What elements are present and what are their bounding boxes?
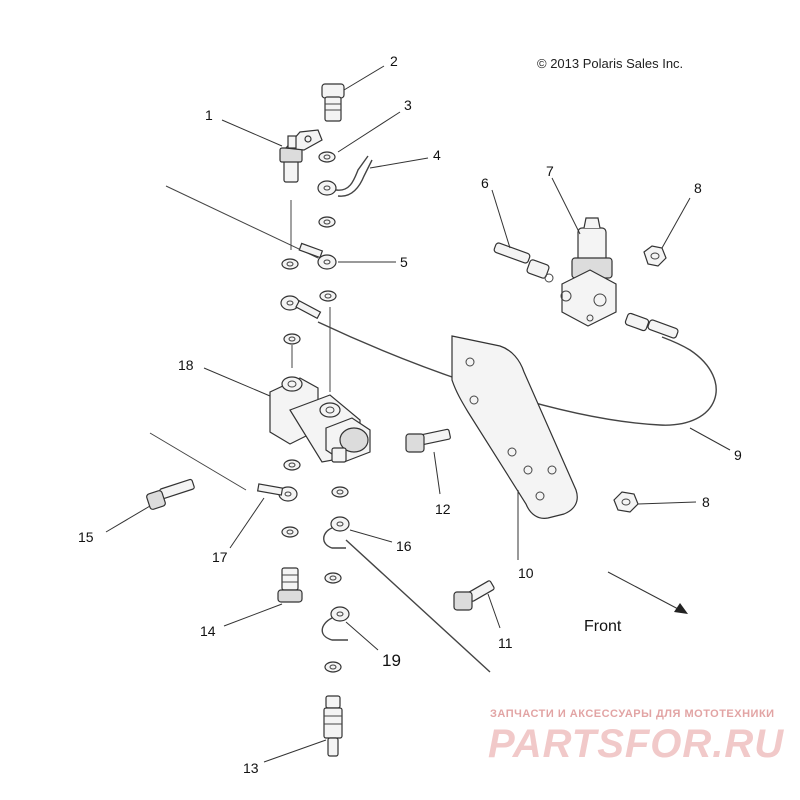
callout-11: 11 [498, 635, 513, 651]
callout-18: 18 [178, 357, 194, 373]
washer-lower-1 [283, 459, 301, 471]
leader-lines [105, 65, 731, 763]
callout-12: 12 [435, 501, 451, 517]
callout-6: 6 [481, 175, 489, 191]
bolt-15 [146, 478, 195, 510]
brake-line-17 [149, 432, 247, 491]
nut-8-lower [613, 491, 639, 513]
washer-5a [281, 258, 299, 270]
banjo-bolt-2 [321, 83, 345, 122]
callout-14: 14 [200, 623, 216, 639]
copyright-text: © 2013 Polaris Sales Inc. [537, 56, 683, 71]
callout-5: 5 [400, 254, 408, 270]
banjo-fitting-mid [280, 295, 322, 320]
callout-13: 13 [243, 760, 259, 776]
banjo-fitting-17 [256, 483, 298, 502]
callout-17: 17 [212, 549, 228, 565]
callout-16: 16 [396, 538, 412, 554]
callout-10: 10 [518, 565, 534, 581]
bleeder-13 [323, 695, 343, 757]
brake-block-18 [269, 376, 371, 463]
washer-lower-3 [281, 526, 299, 538]
banjo-fitting-5 [298, 242, 337, 270]
bolt-12 [405, 428, 451, 453]
front-arrow [607, 571, 688, 614]
washer-4b [318, 216, 336, 228]
callout-9: 9 [734, 447, 742, 463]
fitting-6 [493, 242, 554, 283]
callout-3: 3 [404, 97, 412, 113]
callout-19: 19 [382, 651, 401, 670]
nut-8-upper [643, 245, 667, 267]
washer-lower-4 [324, 572, 342, 584]
washer-mid [283, 333, 301, 345]
washer-5b [319, 290, 337, 302]
callout-8-lower: 8 [702, 494, 710, 510]
watermark-brand: PARTSFOR.RU [488, 722, 784, 766]
callout-2: 2 [390, 53, 398, 69]
brake-hose-9 [317, 321, 717, 426]
valve-7 [560, 217, 617, 327]
bolt-11 [453, 580, 495, 611]
washer-lower-5 [324, 661, 342, 673]
brake-line-upper [165, 185, 319, 259]
washer-lower-2 [331, 486, 349, 498]
watermark-tagline: ЗАПЧАСТИ И АКСЕССУАРЫ ДЛЯ МОТОТЕХНИКИ [490, 708, 775, 720]
washer-3 [318, 151, 336, 163]
brake-line-16 [345, 539, 491, 673]
front-label: Front [584, 618, 622, 635]
brake-switch-1 [279, 129, 323, 183]
fitting-7-outlet [624, 312, 679, 339]
bracket-plate-10 [451, 335, 578, 519]
callout-7: 7 [546, 163, 554, 179]
callout-1: 1 [205, 107, 213, 123]
callout-15: 15 [78, 529, 94, 545]
banjo-fitting-19 [321, 606, 350, 641]
callout-4: 4 [433, 147, 441, 163]
banjo-fitting-16 [323, 516, 350, 549]
banjo-fitting-4 [317, 155, 373, 197]
callout-8-upper: 8 [694, 180, 702, 196]
banjo-bolt-14 [277, 567, 303, 603]
